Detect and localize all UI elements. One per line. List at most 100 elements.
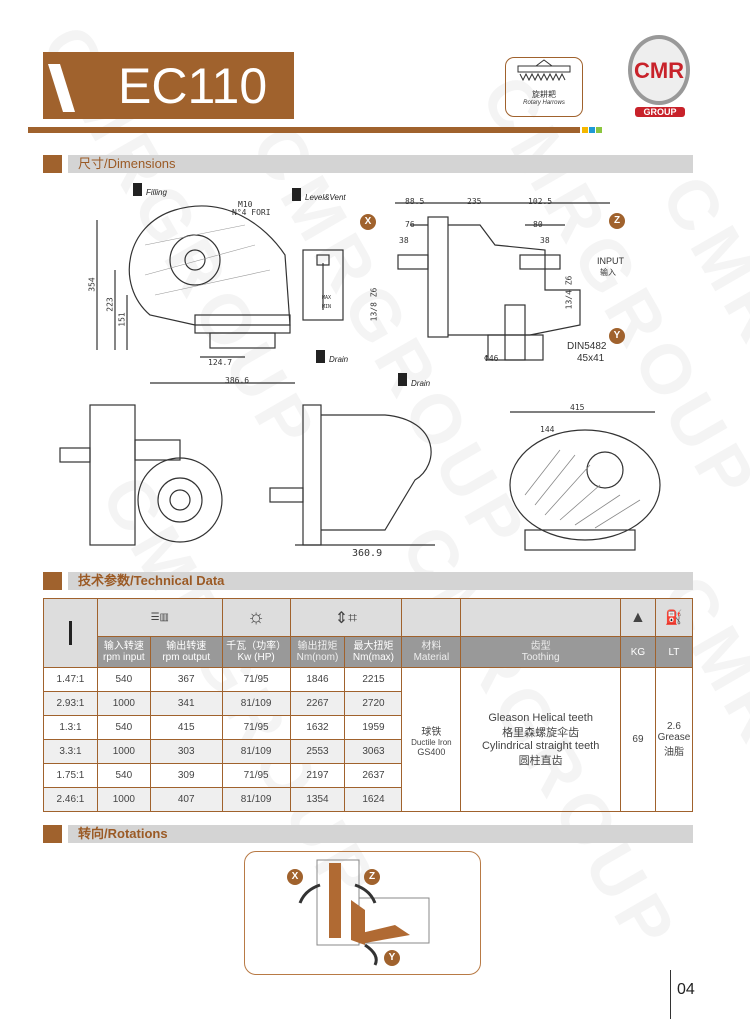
dim-415: 415 — [570, 403, 585, 412]
dim-235: 235 — [467, 197, 482, 206]
title-slash-decoration — [48, 64, 75, 112]
bottom-view-drawing — [509, 411, 661, 551]
dim-124-7: 124.7 — [208, 358, 233, 367]
table-cell: 71/95 — [221, 763, 291, 788]
table-cell: 81/109 — [221, 787, 291, 812]
input-label-cn: 输入 — [600, 268, 616, 277]
end-view-drawing — [59, 404, 223, 546]
page-divider — [670, 970, 671, 1019]
table-cell: 415 — [149, 715, 223, 740]
dim-spline-left: 13/8 Z6 — [369, 287, 379, 322]
table-cell: 407 — [149, 787, 223, 812]
table-cell: 2720 — [344, 691, 403, 716]
table-cell: 81/109 — [221, 739, 291, 764]
dim-354: 354 — [87, 277, 97, 292]
color-square-blue — [589, 127, 595, 133]
table-cell: 1.3:1 — [43, 715, 98, 740]
table-cell: 1846 — [289, 667, 346, 692]
table-cell: 540 — [96, 715, 151, 740]
front-view-drawing — [395, 202, 610, 361]
dim-223: 223 — [105, 297, 115, 312]
weight-icon: ▲ — [619, 598, 656, 637]
m10-label: M10 — [238, 200, 253, 209]
dim-phi46: Φ46 — [484, 354, 499, 363]
table-cell: 309 — [149, 763, 223, 788]
table-cell: 1354 — [289, 787, 346, 812]
dim-spline-right: 13/4 Z6 — [564, 275, 574, 310]
table-cell: 1000 — [96, 787, 151, 812]
col-kg: KG — [619, 636, 656, 668]
section-marker — [43, 155, 62, 173]
dim-386-6: 386.6 — [225, 376, 250, 385]
blank-cell — [460, 598, 621, 637]
table-cell: 1000 — [96, 739, 151, 764]
table-cell: 3063 — [344, 739, 403, 764]
section-technical-data: 技术参数/Technical Data — [68, 572, 693, 590]
dim-144: 144 — [540, 425, 555, 434]
dim-38-left: 38 — [399, 236, 409, 245]
title-block — [43, 52, 294, 119]
table-cell: 1.75:1 — [43, 763, 98, 788]
ratio-header — [43, 598, 98, 668]
dim-80: 80 — [533, 220, 543, 229]
axis-y-badge: Y — [609, 328, 625, 344]
header-rule — [28, 127, 580, 133]
table-cell: 2.93:1 — [43, 691, 98, 716]
table-cell: 2.46:1 — [43, 787, 98, 812]
table-cell: 2553 — [289, 739, 346, 764]
table-cell: 1624 — [344, 787, 403, 812]
side-view-drawing — [96, 205, 344, 384]
dim-360-9: 360.9 — [352, 548, 383, 559]
axis-z-badge: Z — [609, 213, 625, 229]
dim-151: 151 — [117, 312, 127, 327]
section-dimensions: 尺寸/Dimensions — [68, 155, 693, 173]
table-cell: 1000 — [96, 691, 151, 716]
table-cell: 367 — [149, 667, 223, 692]
dim-38-right: 38 — [540, 236, 550, 245]
table-cell: 81/109 — [221, 691, 291, 716]
drain-label: Drain — [329, 355, 349, 364]
rotation-x-badge: X — [287, 869, 303, 885]
table-cell: 540 — [96, 763, 151, 788]
dim-102-5: 102.5 — [528, 197, 553, 206]
filling-label: Filling — [146, 188, 167, 197]
top-view-drawing — [269, 404, 435, 546]
drain-label-2: Drain — [411, 379, 431, 388]
table-cell: 1959 — [344, 715, 403, 740]
table-cell: 2215 — [344, 667, 403, 692]
table-cell: 3.3:1 — [43, 739, 98, 764]
table-cell: 1.47:1 — [43, 667, 98, 692]
din-label: DIN5482 — [567, 341, 607, 352]
table-cell: 2637 — [344, 763, 403, 788]
oil-can-icon: ⛽ — [654, 598, 694, 637]
ratio-icon — [68, 621, 72, 645]
section-marker — [43, 825, 62, 843]
level-vent-label: Level&Vent — [305, 193, 346, 202]
color-square-green — [596, 127, 602, 133]
max-label: MAX — [322, 295, 332, 301]
rotary-harrow-icon — [517, 59, 571, 82]
section-marker — [43, 572, 62, 590]
drain-plug-icon — [316, 350, 325, 363]
table-cell: 303 — [149, 739, 223, 764]
kg-cell: 69 — [619, 667, 656, 812]
rotation-z-badge: Z — [364, 869, 380, 885]
shaft-icon: ☰▥ — [96, 598, 223, 637]
table-cell: 71/95 — [221, 715, 291, 740]
rotations-diagram — [244, 851, 481, 975]
drain-plug-icon — [398, 373, 407, 386]
col-kw: 千瓦（功率）Kw (HP) — [221, 636, 291, 668]
dim-88-5: 88.5 — [405, 197, 425, 206]
